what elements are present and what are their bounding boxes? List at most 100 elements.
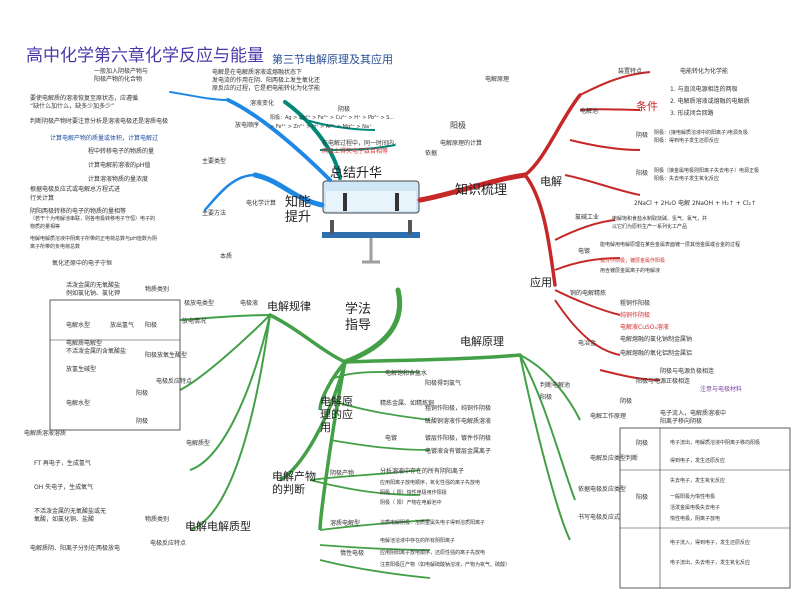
note-pr-0: 判断电解池 [540,382,571,389]
note-mt-0: 电解是在电解质溶液或熔融状态下 [212,69,303,76]
branch-green-right-sub3 [519,354,571,541]
branch-red-main [417,172,528,203]
note-er-3: 2. 电解质溶液或熔融的电解质 [670,98,750,105]
note-mt-7: 放电顺序 [235,122,260,129]
branch-red-leaf2 [579,108,641,111]
note-bm-10: 注意阳极区产物（如电解硫酸钠溶液，产物为氧气、硫酸） [380,562,511,568]
note-bm-3: 阴极（ 阳）产物在电解池中 [380,500,442,506]
branch-blue-main [252,172,325,208]
note-mt-10: 在电解过程中，同一时间内， [322,140,401,147]
branch-red-up [523,93,582,177]
note-er-20: 电镀 [578,248,591,255]
branch-red-leaf6 [554,257,621,271]
note-bl-1: 例如氯化钠、氯化钾 [66,290,121,297]
branch-red-leaf3 [569,139,641,151]
note-er-17: 能电解用电解原理在某些金属表面镀一层其他金属或合金的过程 [600,242,741,248]
note-bl-0: 活泼金属的无氧酸盐 [66,282,121,289]
note-tl-10: 行关计算 [30,195,55,202]
note-bl-5: 放电情况 [182,318,207,325]
label-chem-calc: 电化学计算 [246,200,277,207]
note-mt-9: 电解原理的计算 [440,140,483,147]
note-bm-9: 应用阴阳离子放电顺序，还原性强的离子先放电 [380,550,486,556]
note-er-18: 镀件作阴极；镀层金属作阳极 [600,258,666,264]
branch-green-mid3 [329,439,431,451]
note-pr-14: 一般阳极为惰性电极 [670,494,716,500]
note-bl-7: 放出氢气 [110,322,135,329]
note-tl-7: 计算电解前溶液的pH值 [88,162,151,169]
note-mt-5: 溶液变化 [250,100,275,107]
note-pr-6: 失去电子，发生氧化反应 [670,478,726,484]
note-pr-12: 阴极 [636,440,649,447]
note-bm-4: 溶质电解阴极：溶质金属失电子得到溶质阳离子 [380,520,486,526]
note-tl-3: “缺什么加什么，缺多少加多少” [30,103,115,110]
note-tl-14: 电解电解质溶液中阴离子所带的正电荷总数与pH值数为阴 [30,236,157,242]
note-bl-13: 电极反应特点 [156,378,193,385]
note-tl-11: 阴阳两极转移的电子的物质的量相等 [30,208,127,215]
note-tl-1: 阳极产物的化合物 [94,76,143,83]
note-er-6: 阴极：(接电解质溶液中的阳离子)电源负极 [654,130,748,136]
note-er-4: 3. 形成闭合回路 [670,110,714,117]
label-refine-sol: 硫酸铜溶液作电解质溶液 [425,418,492,425]
note-er-13: 阴极 [636,132,649,139]
label-refine-note: 粗铜作阳极，纯铜作阴极 [425,405,492,412]
note-mt-3: 阳极：Ag > Hg²⁺ > Fe³⁺ > Cu²⁺ > H⁺ > Pb²⁺ >… [270,115,395,121]
note-er-23: 纯铜作阴极 [620,312,651,319]
note-bl-23: 电解质型 [186,440,211,447]
note-bl-11: 阳极放氧生酸型 [145,352,188,359]
note-bl-15: 阳极 [136,390,149,397]
left-bottom-box [49,299,181,431]
note-bl-21: 氧酸，如氯化铜、盐酸 [34,516,95,523]
label-plating-solution: 电镀液含有镀层金属离子 [425,448,492,455]
branch-red-leaf5 [554,219,616,241]
note-bl-6: 电解水型 [66,322,91,329]
note-bl-8: 阳极 [145,322,158,329]
branch-green-mid7 [319,544,431,551]
note-er-0: 装置特点 [618,68,643,75]
branch-red-leaf7 [554,289,621,316]
branch-green-left-sub1 [179,314,271,321]
note-bl-2: 物质类别 [145,286,170,293]
note-tl-4: 判断阴极产物时要注意分析是溶液电极还是溶质电极 [30,118,169,125]
note-bm-1: 应用阳离子放电顺序，氧化性强的离子先放电 [380,480,481,486]
note-pr-8: 电解工作原理 [590,413,627,420]
branch-green-mid8 [319,559,431,579]
label-electrolysis-nacl: 电解饱和食盐水 [385,370,428,377]
electrolysis-device-illustration [322,180,420,238]
branch-teal-sub [299,117,376,131]
note-bl-14: 电解水型 [66,400,91,407]
branch-green-mid5 [309,479,421,496]
label-plating-note: 镀层作阳极，镀件作阴极 [425,435,492,442]
note-er-5: 条件 [636,100,658,113]
branch-red-leaf8 [554,299,621,356]
branch-green-left-sub3 [189,314,271,471]
branch-teal-sub2 [319,144,396,151]
branch-electrolyte-quality: 电解电解质型 [185,520,251,533]
note-pr-16: 惰性电极，阴离子放电 [670,516,721,522]
note-pr-5: 电子流出，电解质溶液中阴离子移向阳极 [670,440,761,446]
branch-blue-top [226,98,332,182]
branch-green-left-sub4 [189,314,271,531]
center-summary-label: 总结升华 [330,166,383,181]
branch-green-down3 [318,361,347,531]
label-main-method: 主要方法 [202,210,227,217]
note-mt-6: 阴极 [338,106,351,113]
note-pr-17: 电子流入，得到电子，发生还原反应 [670,540,751,546]
note-er-1: 电能转化为化学能 [680,68,729,75]
branch-green-down1 [318,360,347,411]
note-er-11: 阳极 [636,170,649,177]
note-bm-6: 惰性电极 [340,550,365,557]
note-tl-13: 物质的量相等 [30,224,61,230]
branch-blue-sub2 [169,91,229,101]
note-er-19: 用含镀层金属离子的电解液 [600,268,661,274]
note-bl-4: 电极液 [240,300,259,307]
note-bm-5: 阴极产物 [330,470,355,477]
note-bl-22: 物质类别 [145,516,170,523]
page-subtitle: 第三节电解原理及其应用 [272,53,393,66]
knowledge-label: 知识梳理 [455,183,508,198]
note-mt-12: 依据 [425,150,438,157]
note-bl-25: 电解质阴、阳离子分别在两极放电 [30,545,121,552]
note-bl-12: 放氢生碱型 [66,366,97,373]
note-bl-17: 电解质溶液溶质 [24,430,67,437]
note-bl-24: 电极反应特点 [150,540,187,547]
